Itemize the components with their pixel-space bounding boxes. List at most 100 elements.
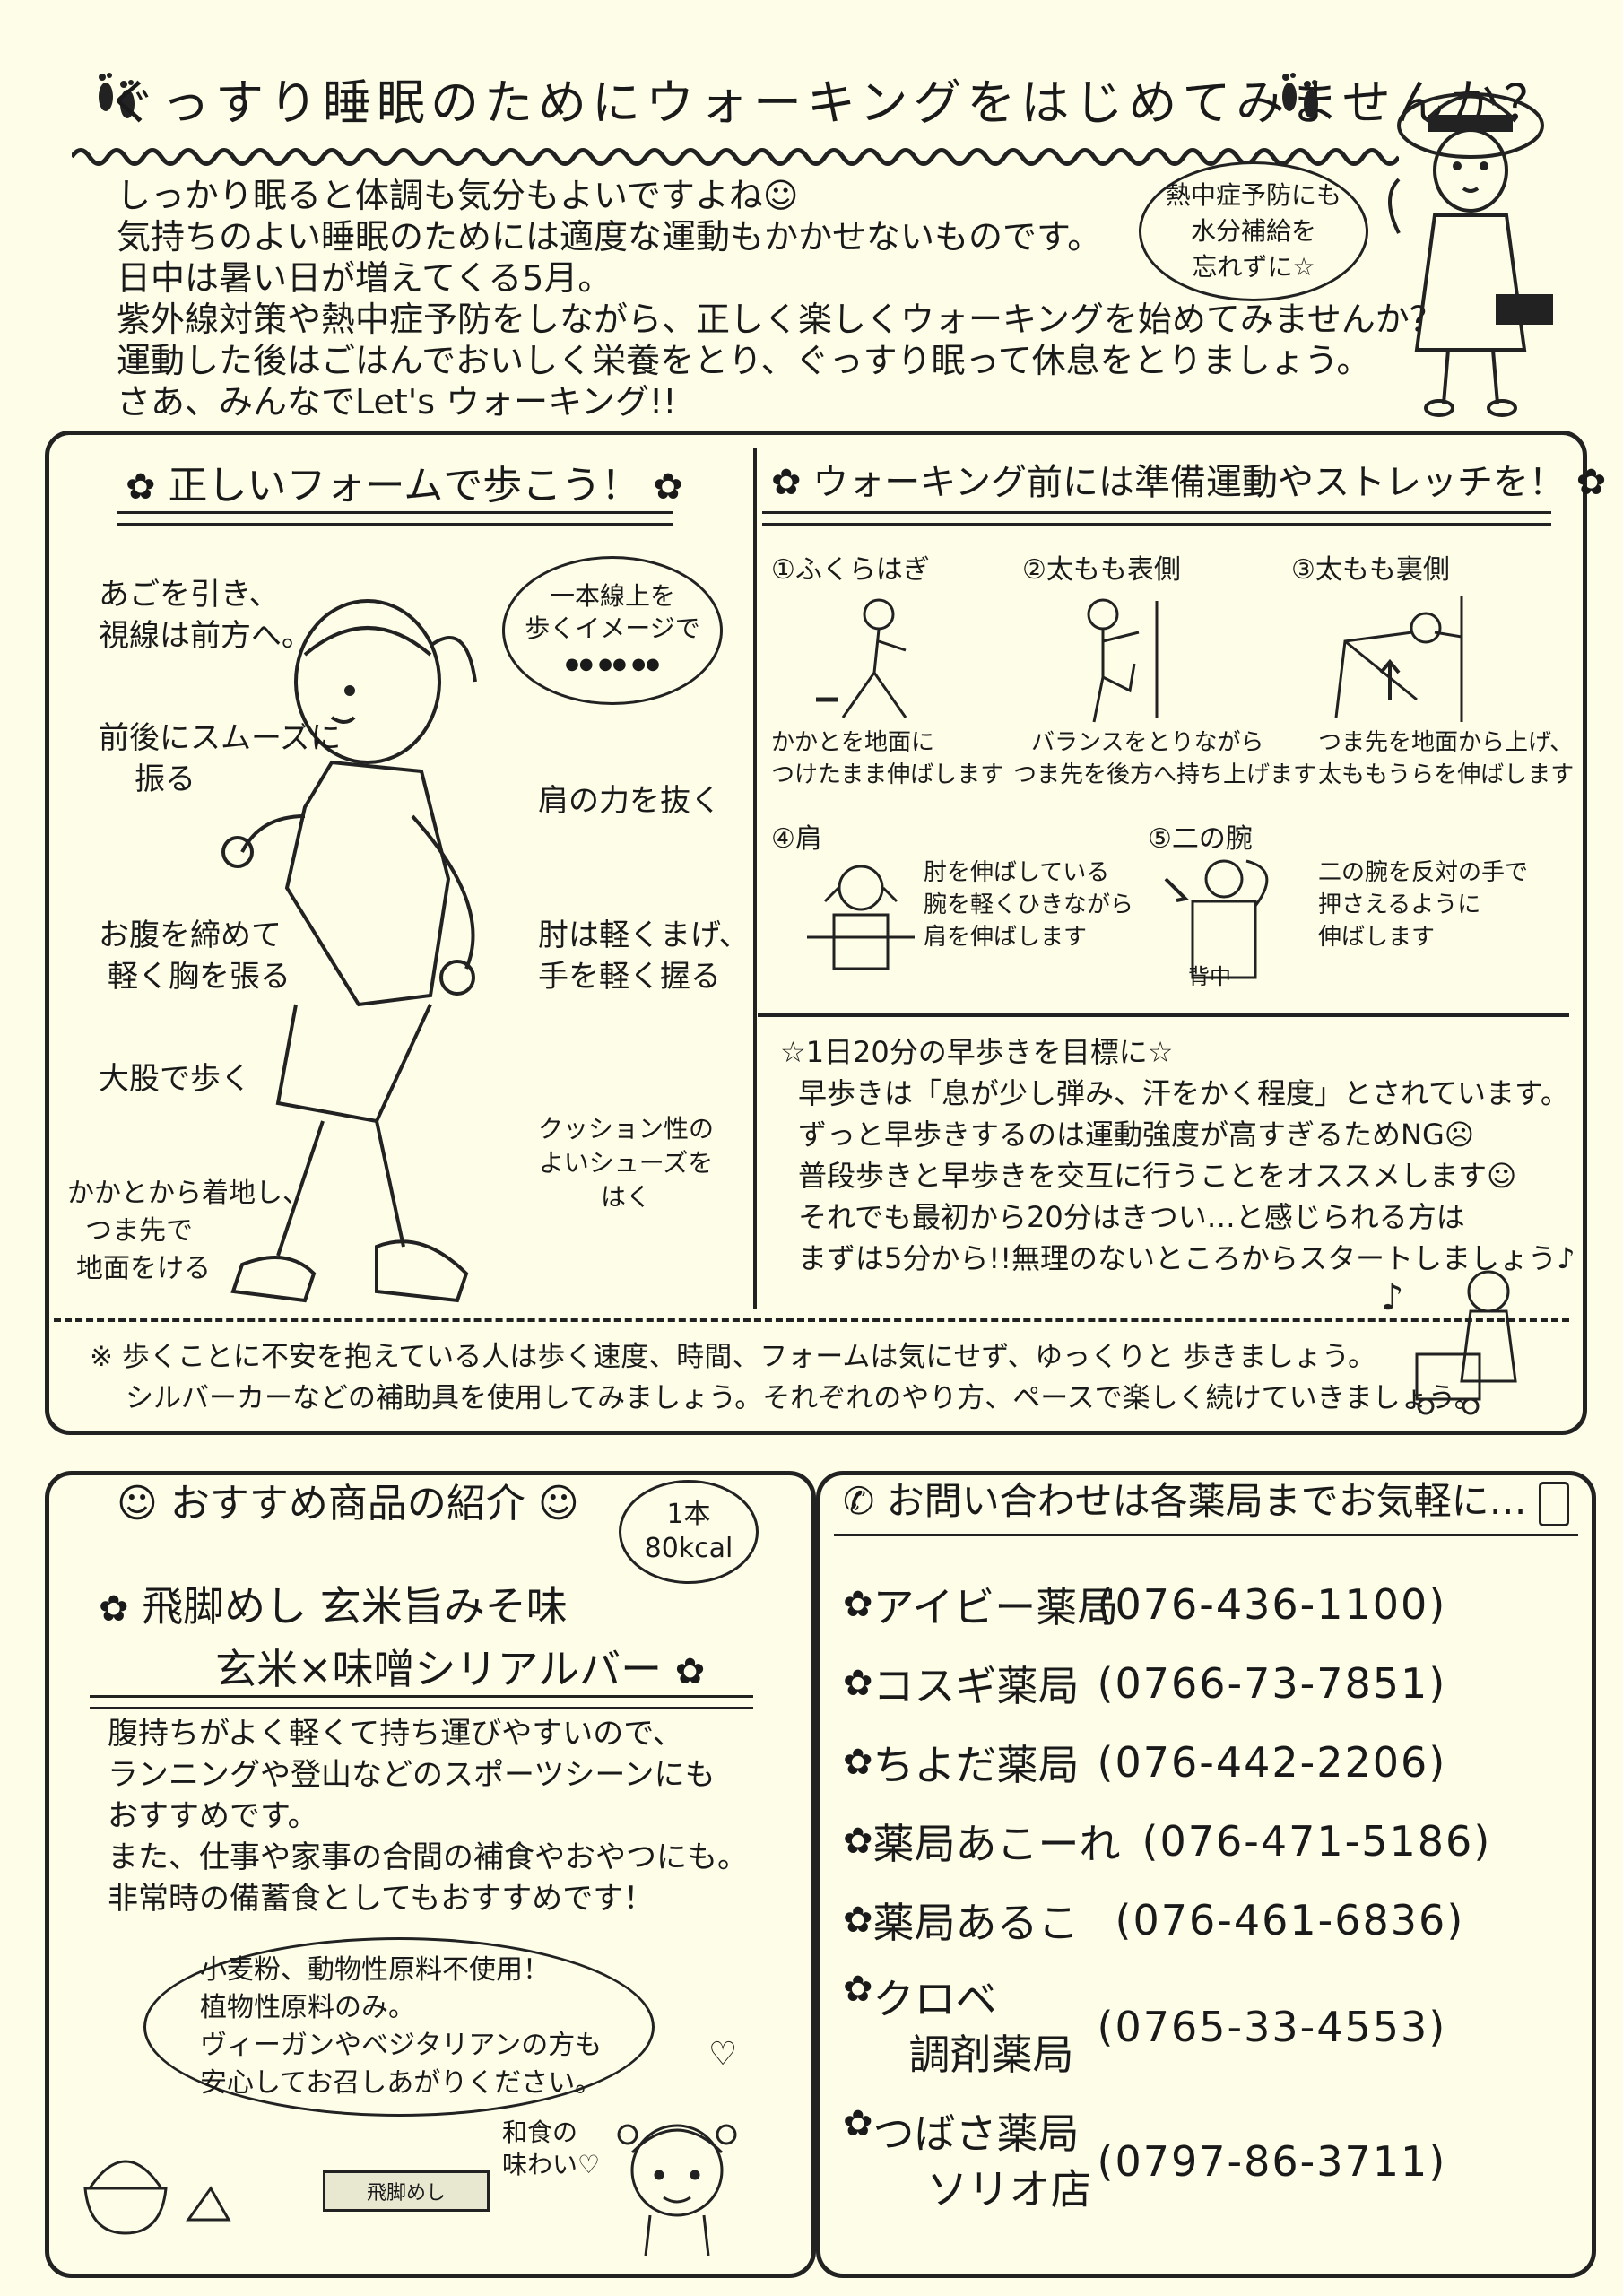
product-name: ✿ 飛脚めし 玄米旨みそ味	[99, 1574, 568, 1633]
contact-rule	[834, 1534, 1578, 1545]
stretch-2-title: ②太もも表側	[1022, 547, 1181, 587]
bubble-line: 植物性原料のみ。	[200, 1992, 415, 2023]
form-title-rule	[117, 511, 673, 526]
stretch-4-desc: 肘を伸ばしている 腕を軽くひきながら 肩を伸ばします	[924, 857, 1133, 953]
contact-section	[816, 1471, 1596, 2278]
footprints-row-icon: ●● ●● ●●	[565, 655, 660, 674]
wafu-line: 和食の	[502, 2118, 578, 2147]
stretch-5-title: ⑤二の腕	[1148, 816, 1253, 856]
stretch-number: ⑤	[1148, 823, 1172, 855]
goal-line: ずっと早歩きするのは運動強度が高すぎるためNG☹	[798, 1118, 1475, 1152]
smartphone-icon	[1538, 1481, 1569, 1526]
stretch-desc-line: つけたまま伸ばします	[771, 761, 1004, 788]
flower-icon: ✿	[843, 1900, 873, 1941]
label-belly: お腹を締めて 軽く胸を張る	[99, 915, 291, 997]
goal-title: ☆1日20分の早歩きを目標に☆	[780, 1035, 1174, 1069]
back-label: 背中	[1188, 964, 1231, 989]
note-line: シルバーカーなどの補助具を使用してみましょう。それぞれのやり方、ペースで楽しく続…	[126, 1382, 1482, 1414]
stretch-name: 二の腕	[1171, 823, 1253, 855]
intro-line: 紫外線対策や熱中症予防をしながら、正しく楽しくウォーキングを始めてみませんか？	[117, 300, 1444, 339]
label-chin: あごを引き、 視線は前方へ。	[99, 574, 312, 657]
product-title: ☺ おすすめ商品の紹介 ☺	[117, 1471, 579, 1528]
label-line: つま先で	[85, 1215, 193, 1247]
pharmacy-name: つばさ薬局 ソリオ店	[873, 2106, 1098, 2217]
thigh-back-stretch-illustration	[1334, 596, 1463, 722]
form-title: ✿ 正しいフォームで歩こう！ ✿	[126, 453, 683, 510]
product-desc-line: 非常時の備蓄食としてもおすすめです！	[108, 1881, 655, 1917]
product-rule	[90, 1695, 753, 1709]
stretch-number: ③	[1291, 554, 1315, 586]
bubble-line: 小麦粉、動物性原料不使用！	[200, 1954, 550, 1986]
pharmacy-name: コスギ薬局	[872, 1662, 1080, 1710]
stretch-5-desc: 二の腕を反対の手で 押さえるように 伸ばします	[1318, 857, 1528, 953]
girl-face-illustration	[617, 2124, 737, 2257]
label-line: お腹を締めて	[99, 918, 282, 953]
stretch-desc-line: かかとを地面に	[771, 729, 935, 756]
flower-icon: ✿	[843, 1584, 873, 1625]
stretch-4-title: ④肩	[771, 816, 822, 856]
label-line: 手を軽く握る	[538, 959, 721, 995]
walking-girl-illustration	[221, 599, 477, 1303]
list-item: ✿ クロベ 調剤薬局 (0765-33-4553)	[843, 1960, 1560, 2094]
label-elbow: 肘は軽くまげ、 手を軽く握る	[538, 915, 750, 997]
bubble-line: 安心してお召しあがりください。	[200, 2067, 603, 2099]
stretch-number: ④	[771, 823, 795, 855]
pharmacy-phone: (076-436-1100)	[1097, 1580, 1447, 1629]
flower-icon: ✿	[771, 462, 802, 503]
product-desc-line: ランニングや登山などのスポーツシーンにも	[108, 1757, 716, 1793]
flower-icon: ✿	[126, 466, 156, 508]
pharmacy-phone: (076-461-6836)	[1115, 1896, 1465, 1944]
product-subname: 玄米×味噌シリアルバー ✿	[215, 1637, 705, 1696]
product-desc-line: 腹持ちがよく軽くて持ち運びやすいので、	[108, 1716, 683, 1752]
phone-icon: ✆	[843, 1479, 875, 1523]
goal-line: それでも最初から20分はきつい…と感じられる方は	[798, 1200, 1465, 1234]
stretch-desc-line: つま先を地面から上げ、	[1318, 729, 1574, 756]
kcal-line: 80kcal	[644, 1533, 733, 1564]
goal-line: まずは5分から!!無理のないところからスタートしましょう♪	[798, 1241, 1575, 1275]
stretch-name: 太もも裏側	[1315, 554, 1450, 586]
note-divider	[54, 1318, 1569, 1322]
flower-icon: ✿	[843, 1742, 873, 1783]
pharmacy-name-line: クロベ	[872, 1975, 997, 2023]
label-line: はく	[601, 1182, 652, 1212]
elderly-walker-illustration: ♪	[1381, 1270, 1517, 1415]
contact-title: ✆ お問い合わせは各薬局までお気軽に…	[843, 1471, 1569, 1526]
label-line: よいシューズを	[538, 1148, 714, 1178]
label-shoulder: 肩の力を抜く	[538, 783, 721, 819]
goal-block: ☆1日20分の早歩きを目標に☆ 早歩きは「息が少し弾み、汗をかく程度」とされてい…	[780, 1031, 1575, 1279]
stretch-1-title: ①ふくらはぎ	[771, 547, 930, 587]
stretch-3-desc: つま先を地面から上げ、 太ももうらを伸ばします	[1318, 726, 1574, 791]
intro-line: 日中は暑い日が増えてくる5月。	[117, 258, 612, 298]
stretch-number: ②	[1022, 554, 1046, 586]
thought-line: 一本線上を	[549, 581, 675, 611]
stretch-title-rule	[762, 511, 1551, 526]
flower-icon: ✿	[653, 466, 683, 508]
label-line: あごを引き、	[99, 577, 280, 613]
upper-arm-stretch-illustration	[1164, 859, 1269, 979]
label-heel: かかとから着地し、 つま先で 地面をける	[67, 1175, 309, 1288]
svg-text:♪: ♪	[1381, 1277, 1404, 1318]
stretch-1-desc: かかとを地面に つけたまま伸ばします	[771, 726, 1003, 791]
stretch-desc-line: 太ももうらを伸ばします	[1318, 761, 1575, 788]
wafu-label: 和食の 味わい♡	[502, 2117, 600, 2181]
package-label: 飛脚めし	[366, 2182, 446, 2205]
label-line: 前後にスムーズに	[99, 720, 342, 756]
intro-line: しっかり眠ると体調も気分もよいですよね☺	[117, 176, 799, 215]
wavy-divider	[72, 148, 1399, 166]
stretch-name: 肩	[794, 823, 822, 855]
pharmacy-phone: (0797-86-3711)	[1097, 2137, 1447, 2186]
label-line: 肘は軽くまげ、	[538, 918, 750, 953]
product-name-line: 飛脚めし 玄米旨みそ味	[142, 1582, 568, 1631]
form-title-text: 正しいフォームで歩こう！	[168, 463, 641, 509]
section-divider	[753, 448, 757, 1309]
list-item: ✿ 薬局あるこ (076-461-6836)	[843, 1881, 1560, 1960]
pharmacy-list: ✿ アイビー薬局 (076-436-1100) ✿ コスギ薬局 (0766-73…	[843, 1565, 1560, 2229]
intro-line: さあ、みんなでLet's ウォーキング!!	[117, 382, 677, 422]
rice-bowl-illustration	[83, 2160, 231, 2235]
intro-text: しっかり眠ると体調も気分もよいですよね☺ 気持ちのよい睡眠のためには適度な運動も…	[117, 175, 1444, 422]
pharmacy-phone: (076-442-2206)	[1097, 1738, 1447, 1787]
smiley-icon: ☺	[537, 1481, 579, 1526]
stretch-number: ①	[771, 554, 795, 586]
goal-divider	[758, 1013, 1569, 1017]
list-item: ✿ ちよだ薬局 (076-442-2206)	[843, 1723, 1560, 1802]
